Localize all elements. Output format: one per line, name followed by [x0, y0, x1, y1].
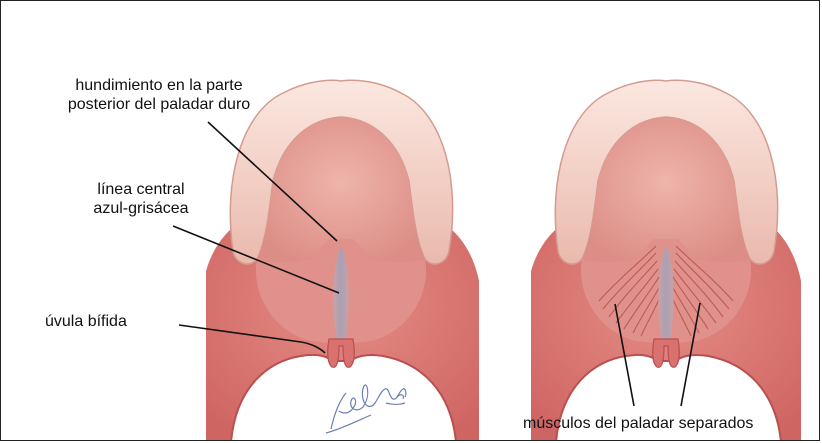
- label-midline: línea central azul-grisácea: [61, 180, 221, 218]
- label-depression: hundimiento en la parte posterior del pa…: [9, 76, 309, 114]
- label-depression-line1: hundimiento en la parte: [9, 76, 309, 95]
- left-palate: [206, 80, 479, 441]
- right-palate: [531, 80, 801, 441]
- label-depression-line2: posterior del paladar duro: [9, 95, 309, 114]
- label-midline-line1: línea central: [61, 180, 221, 199]
- label-muscles: músculos del paladar separados: [523, 414, 753, 433]
- label-midline-line2: azul-grisácea: [61, 199, 221, 218]
- label-uvula: úvula bífida: [45, 312, 127, 331]
